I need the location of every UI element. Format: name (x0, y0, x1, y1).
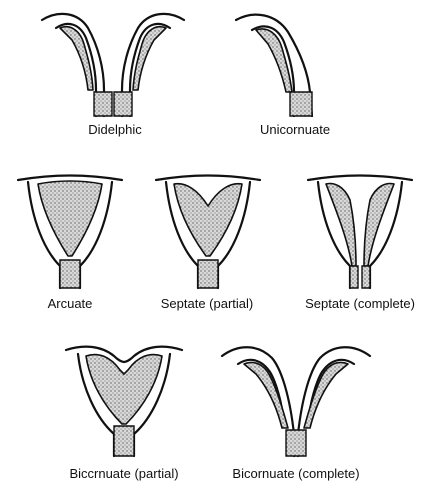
unicornuate-diagram (234, 13, 314, 118)
septate-complete-label: Septate (complete) (305, 296, 415, 311)
septate-complete-diagram (306, 174, 414, 290)
arcuate-diagram (16, 174, 124, 290)
bicornuate-partial-label: Biccrnuate (partial) (69, 466, 179, 481)
septate-partial-diagram (154, 174, 262, 290)
unicornuate-label: Unicornuate (259, 122, 331, 137)
didelphic-label: Didelphic (88, 122, 142, 137)
arcuate-label: Arcuate (47, 296, 93, 311)
bicornuate-partial-diagram (64, 345, 184, 458)
bicornuate-complete-diagram (220, 346, 372, 458)
septate-partial-label: Septate (partial) (160, 296, 254, 311)
bicornuate-complete-label: Bicornuate (complete) (232, 466, 360, 481)
didelphic-diagram (40, 12, 186, 118)
